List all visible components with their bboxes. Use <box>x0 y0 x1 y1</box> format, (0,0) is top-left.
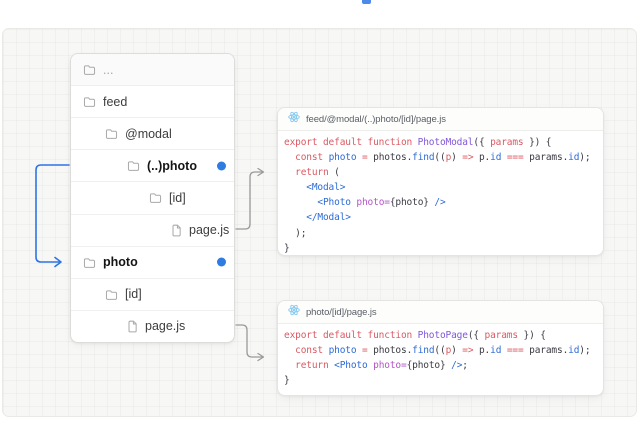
file-tree: ... feed @modal (..)photo [id] page.js p… <box>70 53 235 343</box>
cropped-blue-fragment <box>362 0 371 4</box>
code-panel-header: photo/[id]/page.js <box>278 301 603 324</box>
code-line: <Modal> <box>306 182 346 194</box>
tree-row-label: photo <box>103 255 138 270</box>
tree-row-label: feed <box>103 94 128 109</box>
tree-row-id: [id] <box>71 181 234 213</box>
code-line: export default function PhotoPage({ para… <box>284 330 546 341</box>
code-panel-header: feed/@modal/(..)photo/[id]/page.js <box>278 108 603 131</box>
tree-row-id: [id] <box>71 277 234 310</box>
react-icon <box>288 110 300 128</box>
tree-row-photo: photo <box>71 245 234 278</box>
code-panel-filepath: photo/[id]/page.js <box>306 306 377 318</box>
file-icon <box>127 320 138 333</box>
tree-row-label: page.js <box>145 319 186 334</box>
tree-row-label: [id] <box>169 190 186 205</box>
code-panel-photopage: photo/[id]/page.js export default functi… <box>277 300 604 396</box>
tree-row-modal: @modal <box>71 117 234 149</box>
folder-icon <box>105 289 118 300</box>
code-line: } <box>284 375 290 387</box>
code-line: const photo = photos.find((p) => p.id ==… <box>295 345 591 357</box>
code-block: export default function PhotoModal({ par… <box>278 131 603 255</box>
tree-row-label: (..)photo <box>147 158 197 173</box>
folder-icon <box>83 257 96 268</box>
code-line: const photo = photos.find((p) => p.id ==… <box>295 152 591 164</box>
code-line: return <Photo photo={photo} />; <box>295 360 468 372</box>
tree-row-: ... <box>71 54 234 86</box>
tree-row-photo: (..)photo <box>71 149 234 181</box>
tree-row-label: @modal <box>125 126 172 141</box>
active-route-dot <box>217 257 226 267</box>
code-line: return ( <box>295 167 340 179</box>
tree-row-label: page.js <box>189 223 230 238</box>
react-icon <box>288 303 300 321</box>
tree-row-label: ... <box>103 62 114 77</box>
folder-icon <box>83 96 96 108</box>
folder-icon <box>149 192 162 204</box>
folder-icon <box>105 128 118 140</box>
tree-row-pagejs: page.js <box>71 309 234 342</box>
tree-row-pagejs: page.js <box>71 213 234 246</box>
code-panel-filepath: feed/@modal/(..)photo/[id]/page.js <box>306 113 446 125</box>
code-line: </Modal> <box>306 212 351 224</box>
tree-row-label: [id] <box>125 287 142 302</box>
file-icon <box>171 224 182 237</box>
tree-row-feed: feed <box>71 85 234 117</box>
code-line: } <box>284 242 290 254</box>
code-panel-photomodal: feed/@modal/(..)photo/[id]/page.js expor… <box>277 107 604 256</box>
active-route-dot <box>217 161 226 171</box>
folder-icon <box>83 64 96 75</box>
code-line: ); <box>284 227 307 239</box>
code-line: <Photo photo={photo} /> <box>317 197 446 209</box>
code-block: export default function PhotoPage({ para… <box>278 324 603 388</box>
code-line: export default function PhotoModal({ par… <box>284 137 552 148</box>
folder-icon <box>127 160 140 172</box>
